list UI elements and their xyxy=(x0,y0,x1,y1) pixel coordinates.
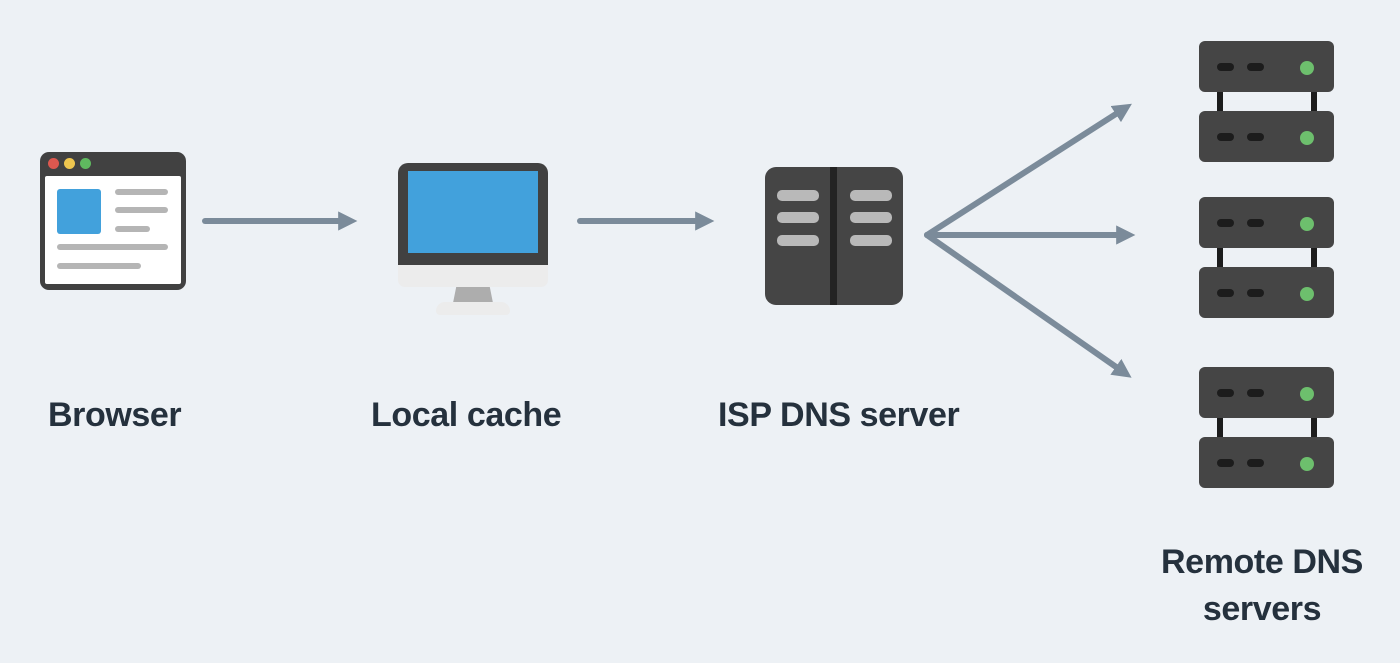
arrow-isp-to-remote-3 xyxy=(924,232,1132,378)
rack-leg xyxy=(1217,416,1223,439)
server-slot xyxy=(850,235,892,246)
rack-leg xyxy=(1217,246,1223,269)
page-text-line xyxy=(57,263,141,269)
drive-bay xyxy=(1217,63,1234,71)
rack-unit xyxy=(1199,41,1334,92)
traffic-light-yellow-icon xyxy=(64,158,75,169)
monitor-stand xyxy=(453,287,493,303)
desktop-computer-icon xyxy=(398,163,548,315)
drive-bay xyxy=(1217,219,1234,227)
rack-unit xyxy=(1199,197,1334,248)
local-cache-label: Local cache xyxy=(371,396,562,434)
server-rack-icon xyxy=(1199,197,1334,318)
remote-dns-label-line2: servers xyxy=(1202,590,1322,628)
server-slot xyxy=(850,212,892,223)
page-text-line xyxy=(115,226,150,232)
monitor-screen xyxy=(408,171,538,253)
status-led xyxy=(1300,131,1314,145)
drive-bay xyxy=(1217,459,1234,467)
drive-bay xyxy=(1247,219,1264,227)
browser-window-icon xyxy=(40,152,186,290)
rack-unit xyxy=(1199,111,1334,162)
dns-server-tower-icon xyxy=(765,167,903,305)
page-text-line xyxy=(115,189,168,195)
drive-bay xyxy=(1247,459,1264,467)
rack-leg xyxy=(1217,90,1223,113)
monitor-base xyxy=(436,302,510,315)
drive-bay xyxy=(1247,389,1264,397)
server-slot xyxy=(777,190,819,201)
status-led xyxy=(1300,61,1314,75)
remote-dns-label-line1: Remote DNS xyxy=(1161,543,1363,581)
traffic-light-red-icon xyxy=(48,158,59,169)
rack-leg xyxy=(1311,90,1317,113)
drive-bay xyxy=(1217,133,1234,141)
page-text-line xyxy=(57,244,168,250)
tower-divider xyxy=(830,167,837,305)
isp-dns-server-label: ISP DNS server xyxy=(718,396,960,434)
remote-dns-servers-label: Remote DNS servers xyxy=(1122,539,1400,633)
rack-unit xyxy=(1199,367,1334,418)
status-led xyxy=(1300,457,1314,471)
server-slot xyxy=(777,235,819,246)
server-slot xyxy=(850,190,892,201)
status-led xyxy=(1300,217,1314,231)
status-led xyxy=(1300,387,1314,401)
rack-leg xyxy=(1311,246,1317,269)
drive-bay xyxy=(1217,289,1234,297)
arrow-isp-to-remote-1 xyxy=(924,103,1132,238)
server-rack-icon xyxy=(1199,41,1334,162)
rack-leg xyxy=(1311,416,1317,439)
traffic-light-green-icon xyxy=(80,158,91,169)
monitor-chin xyxy=(398,265,548,287)
rack-unit xyxy=(1199,267,1334,318)
page-image-placeholder xyxy=(57,189,101,234)
drive-bay xyxy=(1247,63,1264,71)
status-led xyxy=(1300,287,1314,301)
server-slot xyxy=(777,212,819,223)
drive-bay xyxy=(1247,289,1264,297)
drive-bay xyxy=(1247,133,1264,141)
monitor-frame xyxy=(398,163,548,265)
browser-page-content xyxy=(45,176,181,284)
server-rack-icon xyxy=(1199,367,1334,488)
drive-bay xyxy=(1217,389,1234,397)
browser-label: Browser xyxy=(48,396,182,434)
rack-unit xyxy=(1199,437,1334,488)
page-text-line xyxy=(115,207,168,213)
